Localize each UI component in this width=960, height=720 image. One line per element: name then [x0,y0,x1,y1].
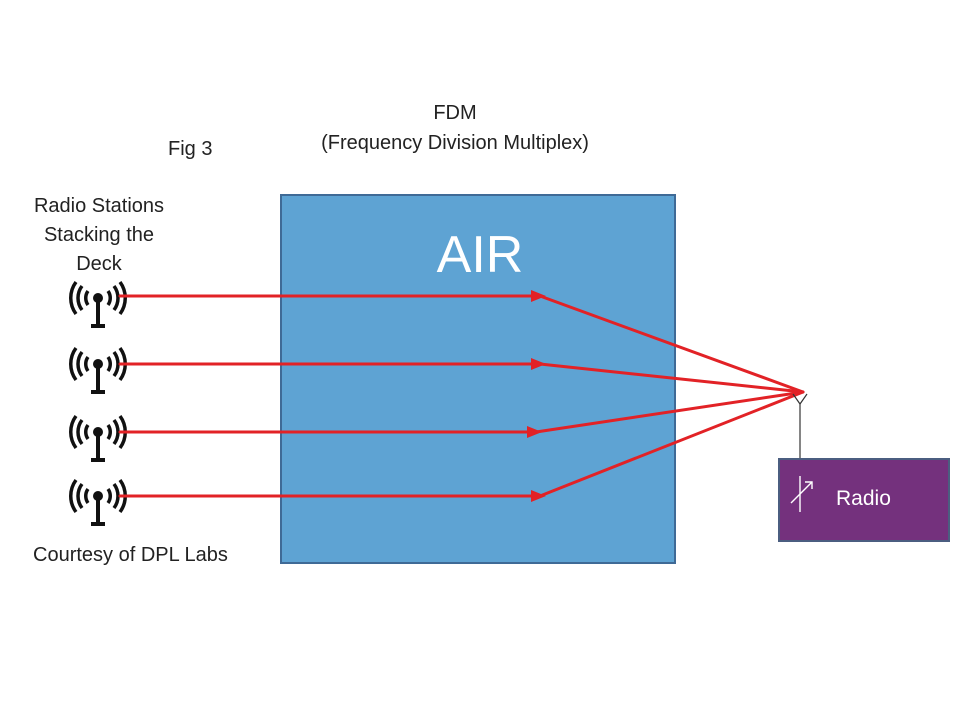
converge-line-1 [538,294,805,394]
air-label-text: AIR [436,226,524,284]
air-medium-box [280,194,676,564]
radio-tower-icon [68,414,128,462]
radio-tower-icon [68,346,128,394]
credit-label: Courtesy of DPL Labs [33,544,228,566]
radio-label: Radio [836,487,891,510]
radio-tower-icon [68,478,128,526]
figure-label: Fig 3 [168,138,213,160]
tuning-arrow-icon [790,476,813,512]
antenna-icon [792,393,808,458]
converge-line-3 [534,390,805,434]
stations-label: Radio Stations Stacking the Deck [33,195,165,275]
diagram-subtitle: (Frequency Division Multiplex) [321,132,589,154]
converge-line-4 [538,390,805,498]
radio-receiver-box [778,458,950,542]
converge-line-2 [538,362,805,394]
diagram-title: FDM [433,102,477,124]
radio-tower-icon [68,280,128,328]
